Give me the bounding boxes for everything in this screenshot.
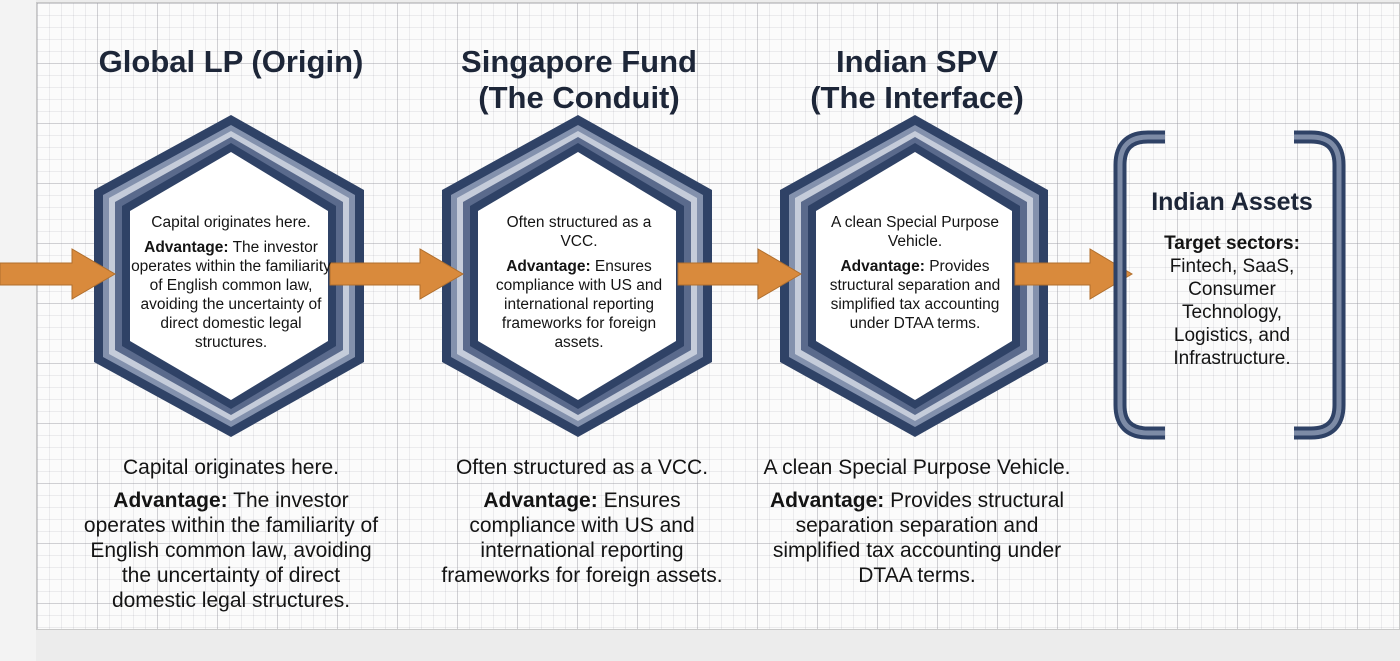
- assets-description: Target sectors: Fintech, SaaS, Consumer …: [1140, 232, 1324, 370]
- description-advantage: Advantage: Ensures compliance with US an…: [441, 489, 723, 587]
- left-bracket-icon: [1113, 130, 1165, 440]
- hexagon-indian-spv: [780, 115, 1048, 437]
- hex-text-indian-spv: A clean Special Purpose Vehicle. Advanta…: [822, 213, 1008, 333]
- hex-text-singapore-fund: Often structured as a VCC. Advantage: En…: [488, 213, 670, 352]
- description-global-lp: Capital originates here. Advantage: The …: [78, 455, 384, 613]
- description-indian-spv: A clean Special Purpose Vehicle. Advanta…: [762, 455, 1072, 588]
- hexagon-singapore-fund: [442, 115, 712, 437]
- left-margin: [0, 0, 36, 661]
- hexagon-global-lp: [94, 115, 364, 437]
- hex-text-global-lp: Capital originates here. Advantage: The …: [130, 213, 332, 352]
- description-singapore-fund: Often structured as a VCC. Advantage: En…: [432, 455, 732, 588]
- right-arrow-icon: [677, 248, 802, 300]
- right-arrow-icon: [0, 248, 116, 300]
- hex-caption: Often structured as a VCC.: [506, 214, 652, 250]
- assets-sectors: Fintech, SaaS, Consumer Technology, Logi…: [1169, 256, 1295, 369]
- description-caption: A clean Special Purpose Vehicle.: [763, 456, 1071, 479]
- hex-advantage: Advantage: Provides structural separatio…: [829, 258, 1001, 332]
- title-indian-spv: Indian SPV (The Interface): [810, 44, 1024, 115]
- assets-title: Indian Assets: [1151, 188, 1313, 216]
- description-caption: Often structured as a VCC.: [455, 456, 709, 479]
- hex-advantage: Advantage: The investor operates within …: [131, 239, 331, 351]
- right-arrow-icon: [329, 248, 464, 300]
- right-bracket-icon: [1294, 130, 1346, 440]
- right-arrow-icon: [1014, 248, 1133, 300]
- title-singapore-fund: Singapore Fund (The Conduit): [461, 44, 697, 115]
- hex-caption: Capital originates here.: [151, 214, 311, 231]
- hex-caption: A clean Special Purpose Vehicle.: [830, 214, 1000, 250]
- assets-label: Target sectors:: [1164, 233, 1300, 254]
- title-global-lp: Global LP (Origin): [98, 44, 364, 79]
- description-advantage: Advantage: Provides structural separatio…: [769, 489, 1065, 587]
- hex-advantage: Advantage: Ensures compliance with US an…: [495, 258, 663, 351]
- description-caption: Capital originates here.: [123, 456, 339, 479]
- description-advantage: Advantage: The investor operates within …: [83, 489, 379, 612]
